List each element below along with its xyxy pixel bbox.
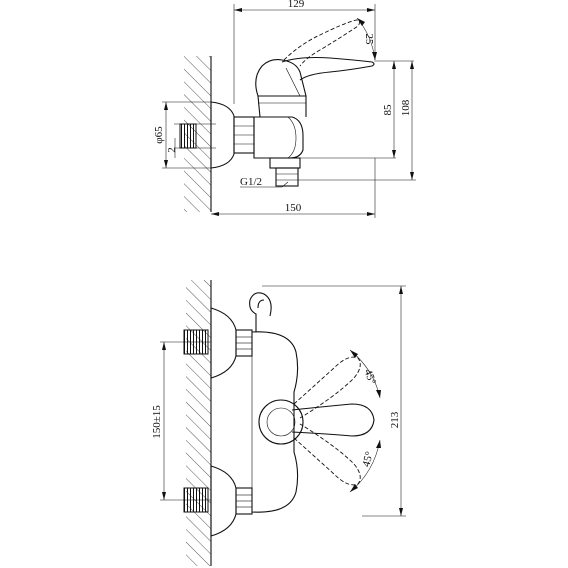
- dim-diameter: φ65: [153, 101, 211, 169]
- dim-thread: G1/2: [240, 176, 289, 188]
- side-wall-socket: [174, 123, 216, 149]
- dim-108: 108: [298, 61, 416, 181]
- dim-213-label: 213: [389, 411, 401, 428]
- front-lever: [291, 403, 375, 437]
- front-lever-upper: [293, 356, 361, 419]
- dim-diameter-label: φ65: [153, 126, 165, 144]
- front-nut-lower: [235, 487, 253, 515]
- dim-angle-25: 25: [356, 17, 377, 61]
- front-wall: [186, 280, 212, 566]
- dim-150-label: 150: [285, 202, 302, 214]
- side-lever: [281, 56, 375, 81]
- dim-angle-lower: 45°: [349, 439, 381, 493]
- front-escutcheon-upper: [210, 307, 237, 379]
- dim-150-bottom: 150: [211, 158, 376, 218]
- front-view: 45° 45° 150±15 213: [151, 280, 406, 566]
- front-lever-lower: [293, 423, 361, 486]
- side-nut: [233, 116, 255, 154]
- side-cartridge-housing: [257, 95, 307, 118]
- dim-gap-label: 2: [166, 147, 178, 153]
- side-outlet: [269, 157, 301, 187]
- front-shower-hook: [249, 292, 272, 332]
- dim-thread-label: G1/2: [240, 176, 262, 188]
- dim-angle-upper: 45°: [349, 349, 381, 399]
- side-mixer-joint: [287, 116, 297, 159]
- dim-spacing-label: 150±15: [151, 405, 163, 439]
- dim-213: 213: [262, 285, 406, 517]
- dim-angle-lower-label: 45°: [360, 450, 376, 468]
- front-socket-lower: [160, 487, 211, 513]
- front-socket-upper: [160, 329, 211, 355]
- front-escutcheon-lower: [210, 465, 237, 537]
- side-view: 129 25 85 108: [153, 0, 416, 218]
- dim-129: 129: [233, 0, 376, 104]
- side-cartridge-cap: [255, 59, 307, 97]
- dim-85: 85: [300, 60, 414, 159]
- dim-angle-25-label: 25: [363, 34, 375, 46]
- side-escutcheon: [210, 101, 235, 169]
- dim-108-label: 108: [400, 99, 412, 116]
- dim-spacing: 150±15: [151, 342, 166, 500]
- dim-129-label: 129: [288, 0, 305, 10]
- front-cartridge: [258, 399, 304, 445]
- dim-gap: 2: [166, 138, 178, 158]
- front-nut-upper: [235, 329, 253, 357]
- front-mixer-body: [251, 331, 299, 513]
- side-mixer-body: [253, 116, 304, 159]
- dim-85-label: 85: [382, 104, 394, 116]
- dim-angle-upper-label: 45°: [362, 368, 379, 387]
